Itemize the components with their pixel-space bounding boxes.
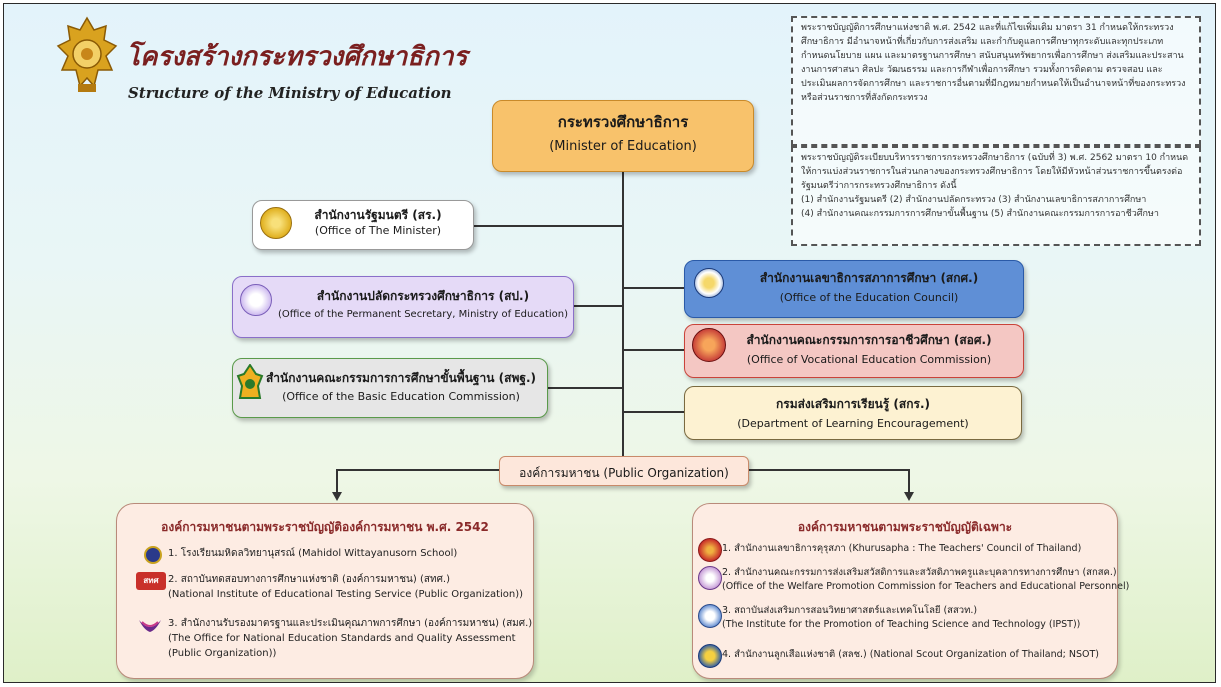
legal-note-1-text: พระราชบัญญัติการศึกษาแห่งชาติ พ.ศ. 2542 … [801,23,1186,103]
basic-education-en: (Office of the Basic Education Commissio… [282,389,520,403]
permanent-secretary-th: สำนักงานปลัดกระทรวงศึกษาธิการ (สป.) [316,289,530,303]
basic-education-box[interactable]: สำนักงานคณะกรรมการการศึกษาขั้นพื้นฐาน (ส… [232,358,548,418]
learning-encouragement-en: (Department of Learning Encouragement) [737,416,969,430]
org-chart-canvas: โครงสร้างกระทรวงศึกษาธิการ Structure of … [3,3,1216,683]
arrow-down-right-icon [904,492,914,501]
office-of-minister-logo-icon [260,207,292,239]
public-org-act-item-1: 1. โรงเรียนมหิดลวิทยานุสรณ์ (Mahidol Wit… [168,548,458,559]
public-org-act-item-2-en: (National Institute of Educational Testi… [168,589,524,600]
connector-public-right [749,469,909,471]
niets-logo-icon: สทศ [136,572,166,590]
office-of-minister-box[interactable]: สำนักงานรัฐมนตรี (สร.) (Office of The Mi… [252,200,474,250]
minister-box[interactable]: กระทรวงศึกษาธิการ (Minister of Education… [492,100,754,172]
public-org-act-panel: องค์การมหาชนตามพระราชบัญญัติองค์การมหาชน… [116,503,534,679]
public-org-specific-act-panel: องค์การมหาชนตามพระราชบัญญัติเฉพาะ [692,503,1118,679]
connector-public-left [337,469,499,471]
connector-council [622,287,684,289]
ipst-logo-icon [698,604,722,628]
legal-note-box-2: พระราชบัญญัติระเบียบบริหารราชการกระทรวงศ… [791,146,1201,246]
basic-education-logo-icon [236,363,264,400]
public-org-act-item-2-th: 2. สถาบันทดสอบทางการศึกษาแห่งชาติ (องค์ก… [168,574,451,585]
learning-encouragement-th: กรมส่งเสริมการเรียนรู้ (สกร.) [775,397,930,411]
vocational-education-logo-icon [692,328,726,362]
public-org-specific-act-title: องค์การมหาชนตามพระราชบัญญัติเฉพาะ [797,520,1013,534]
connector-vocational [622,349,684,351]
education-council-logo-icon [694,268,724,298]
office-of-minister-en: (Office of The Minister) [314,223,442,237]
permanent-secretary-en: (Office of the Permanent Secretary, Mini… [277,308,569,320]
basic-education-th: สำนักงานคณะกรรมการการศึกษาขั้นพื้นฐาน (ส… [265,371,537,385]
legal-note-2-line1: (1) สำนักงานรัฐมนตรี (2) สำนักงานปลัดกระ… [801,194,1147,205]
public-org-specific-item-3: 3. สถาบันส่งเสริมการสอนวิทยาศาสตร์และเทค… [722,604,1080,633]
connector-trunk [622,172,624,456]
public-organization-label: องค์การมหาชน (Public Organization) [519,466,729,480]
learning-encouragement-box[interactable]: กรมส่งเสริมการเรียนรู้ (สกร.) (Departmen… [684,386,1022,440]
public-org-act-item-3-en: (The Office for National Education Stand… [168,633,516,644]
public-org-specific-item-3-th: 3. สถาบันส่งเสริมการสอนวิทยาศาสตร์และเทค… [722,605,978,616]
mahidol-school-logo-icon [144,546,162,564]
legal-note-2-intro: พระราชบัญญัติระเบียบบริหารราชการกระทรวงศ… [801,153,1189,191]
education-council-th: สำนักงานเลขาธิการสภาการศึกษา (สกศ.) [759,271,979,285]
niets-logo-text: สทศ [143,576,159,585]
public-org-specific-item-4: 4. สำนักงานลูกเสือแห่งชาติ (สลช.) (Natio… [722,649,1099,660]
public-org-specific-item-2-en: (Office of the Welfare Promotion Commiss… [722,581,1130,593]
vocational-education-th: สำนักงานคณะกรรมการการอาชีวศึกษา (สอศ.) [746,333,992,347]
education-council-en: (Office of the Education Council) [779,290,959,304]
public-org-specific-item-1: 1. สำนักงานเลขาธิการคุรุสภา (Khurusapha … [722,543,1082,554]
connector-down-right [908,469,910,493]
onesqa-logo-icon [136,616,164,638]
minister-title-th: กระทรวงศึกษาธิการ [557,113,689,131]
minister-title-en: (Minister of Education) [549,138,697,154]
khurusapha-logo-icon [698,538,722,562]
connector-learning [622,411,684,413]
header-title-th: โครงสร้างกระทรวงศึกษาธิการ [126,42,468,72]
header-title-en: Structure of the Ministry of Education [128,84,452,102]
public-org-act-item-3: 3. สำนักงานรับรองมาตรฐานและประเมินคุณภาพ… [168,616,532,661]
public-org-specific-item-2-th: 2. สำนักงานคณะกรรมการส่งเสริมสวัสดิการแล… [722,567,1117,578]
public-org-act-title: องค์การมหาชนตามพระราชบัญญัติองค์การมหาชน… [161,520,489,534]
public-org-specific-item-3-en: (The Institute for the Promotion of Teac… [722,619,1081,631]
office-of-minister-th: สำนักงานรัฐมนตรี (สร.) [314,208,442,222]
public-organization-box[interactable]: องค์การมหาชน (Public Organization) [499,456,749,486]
public-org-act-item-3-th: 3. สำนักงานรับรองมาตรฐานและประเมินคุณภาพ… [168,618,533,629]
connector-permanent [574,305,624,307]
public-org-specific-item-2: 2. สำนักงานคณะกรรมการส่งเสริมสวัสดิการแล… [722,566,1129,595]
legal-note-2-line2: (4) สำนักงานคณะกรรมการการศึกษาขั้นพื้นฐา… [801,208,1159,219]
scout-logo-icon [698,644,722,668]
public-org-act-item-2: 2. สถาบันทดสอบทางการศึกษาแห่งชาติ (องค์ก… [168,572,523,602]
public-org-act-item-3-en-2: (Public Organization)) [168,648,277,659]
vocational-education-en: (Office of Vocational Education Commissi… [746,352,992,366]
legal-note-box-1: พระราชบัญญัติการศึกษาแห่งชาติ พ.ศ. 2542 … [791,16,1201,146]
vocational-education-box[interactable]: สำนักงานคณะกรรมการการอาชีวศึกษา (สอศ.) (… [684,324,1024,378]
arrow-down-left-icon [332,492,342,501]
education-council-box[interactable]: สำนักงานเลขาธิการสภาการศึกษา (สกศ.) (Off… [684,260,1024,318]
connector-basic [548,387,624,389]
ministry-emblem-icon [54,16,120,96]
welfare-commission-logo-icon [698,566,722,590]
connector-down-left [336,469,338,493]
permanent-secretary-logo-icon [240,284,272,316]
permanent-secretary-box[interactable]: สำนักงานปลัดกระทรวงศึกษาธิการ (สป.) (Off… [232,276,574,338]
connector-office-minister [474,225,624,227]
